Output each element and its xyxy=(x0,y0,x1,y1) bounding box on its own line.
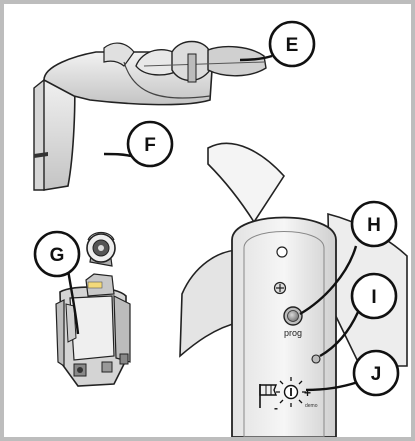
svg-text:H: H xyxy=(367,215,381,236)
svg-text:J: J xyxy=(371,364,382,385)
mounting-hole xyxy=(276,246,288,258)
svg-text:E: E xyxy=(286,35,299,56)
leader-i xyxy=(319,311,360,358)
callout-i: I xyxy=(350,272,398,320)
control-unit-housing xyxy=(231,216,337,437)
svg-text:F: F xyxy=(144,135,156,156)
screw-icon xyxy=(273,281,287,295)
callout-g: G xyxy=(33,230,81,278)
callout-h: H xyxy=(350,200,398,248)
callout-e: E xyxy=(268,20,316,68)
leader-j xyxy=(305,380,359,392)
minus-sign: - xyxy=(274,401,278,415)
sun-brightness-icon[interactable] xyxy=(276,377,306,407)
svg-text:G: G xyxy=(50,245,65,266)
diagram-canvas: prog - + demo xyxy=(33,20,408,437)
mount-slot xyxy=(34,152,48,158)
demo-label: demo xyxy=(305,403,318,409)
leader-f xyxy=(103,152,132,158)
bracket-clip xyxy=(103,42,135,67)
prog-label: prog xyxy=(284,328,302,338)
bracket-cutout xyxy=(123,61,211,99)
callout-j: J xyxy=(352,349,400,397)
anemometer-cups xyxy=(135,40,267,83)
plus-sign: + xyxy=(304,386,311,400)
wall-mount-side xyxy=(33,78,45,191)
leader-g xyxy=(66,269,80,335)
prog-button[interactable] xyxy=(283,306,303,326)
callout-f: F xyxy=(126,120,174,168)
wind-flag-icon xyxy=(259,384,278,408)
handheld-sensor xyxy=(55,231,131,387)
control-unit: prog - + demo xyxy=(231,216,337,437)
leader-e xyxy=(239,54,273,62)
led-indicator-icon xyxy=(311,354,321,364)
leader-h xyxy=(299,245,358,316)
svg-text:I: I xyxy=(371,287,376,308)
